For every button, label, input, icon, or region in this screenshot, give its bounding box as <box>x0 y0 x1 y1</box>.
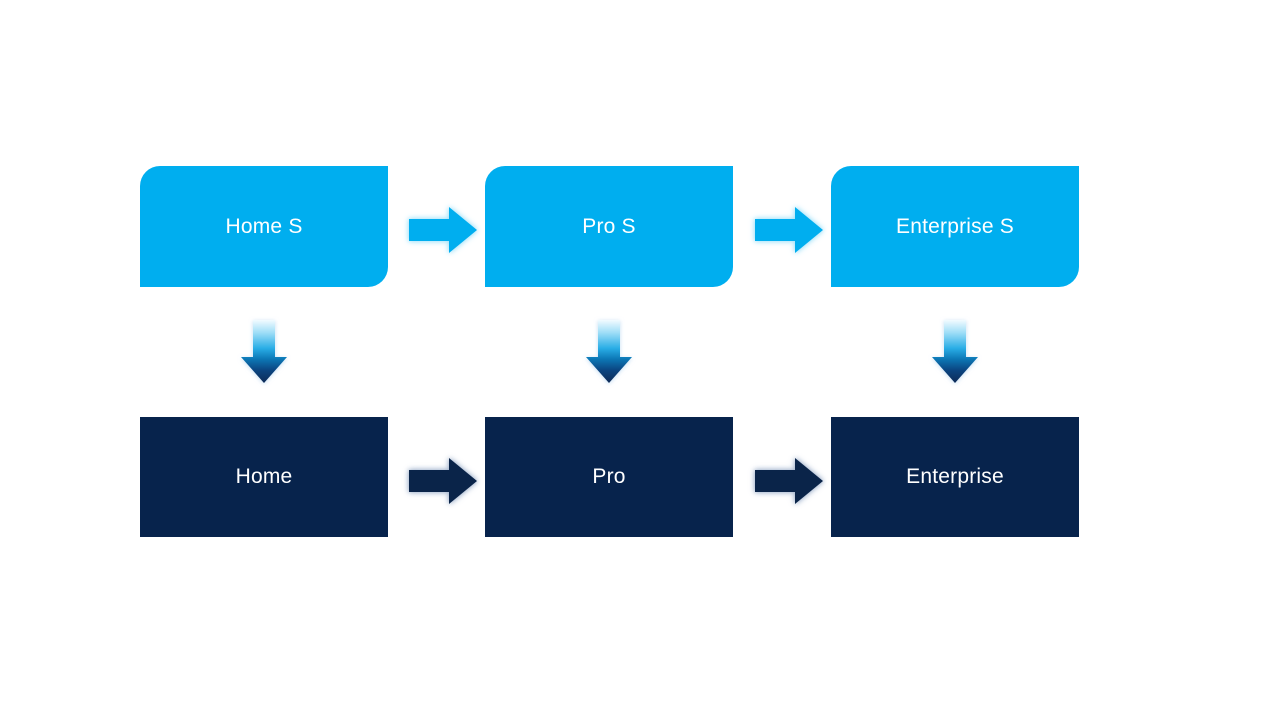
top-box-pro-s-label: Pro S <box>582 214 636 238</box>
bottom-box-pro: Pro <box>485 417 733 537</box>
right-arrow-icon <box>755 458 823 504</box>
bottom-box-pro-label: Pro <box>592 465 626 488</box>
down-arrow-icon <box>241 320 287 383</box>
down-arrow-icon <box>932 320 978 383</box>
down-arrow-icon <box>586 320 632 383</box>
right-arrow-icon <box>409 207 477 253</box>
bottom-box-home: Home <box>140 417 388 537</box>
right-arrow-icon <box>755 207 823 253</box>
bottom-box-enterprise-label: Enterprise <box>906 465 1004 488</box>
right-arrow-icon <box>409 458 477 504</box>
top-box-pro-s: Pro S <box>485 166 733 287</box>
top-box-enterprise-s-label: Enterprise S <box>896 214 1014 238</box>
top-box-home-s-label: Home S <box>225 214 303 238</box>
top-box-enterprise-s: Enterprise S <box>831 166 1079 287</box>
bottom-box-enterprise: Enterprise <box>831 417 1079 537</box>
bottom-box-home-label: Home <box>235 465 293 488</box>
top-box-home-s: Home S <box>140 166 388 287</box>
